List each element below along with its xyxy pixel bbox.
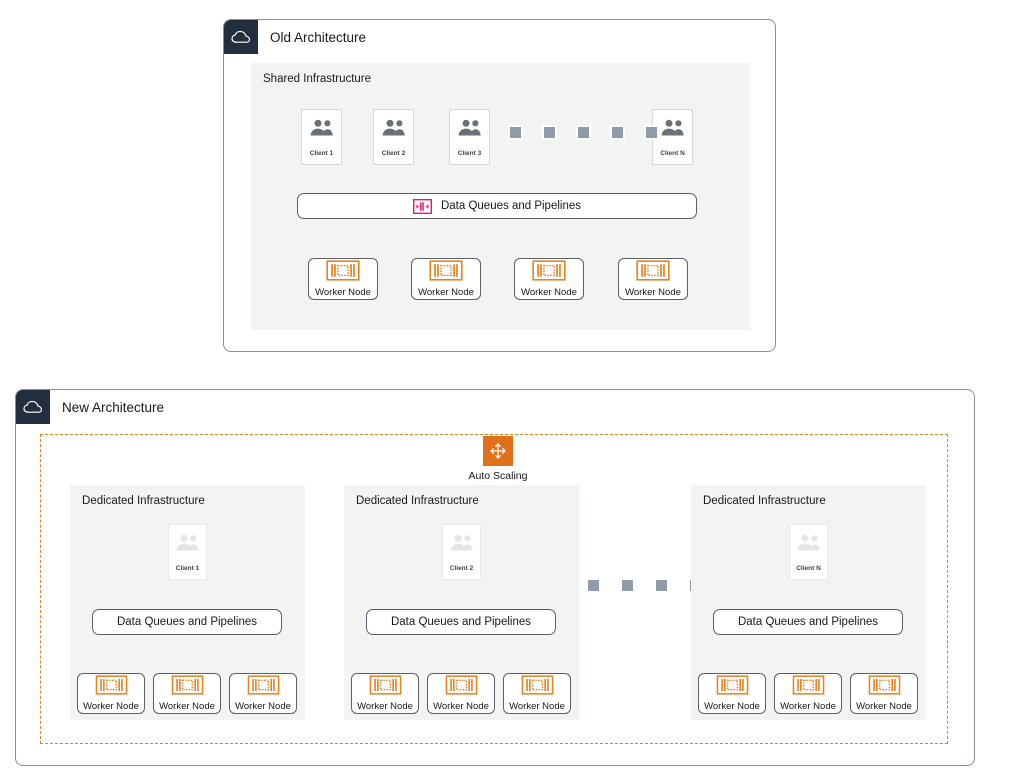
worker-node[interactable]: Worker Node bbox=[308, 258, 378, 300]
users-icon bbox=[381, 119, 407, 142]
worker-node-label: Worker Node bbox=[509, 701, 565, 712]
queue-icon bbox=[412, 198, 432, 214]
data-queues-pipelines-box[interactable]: Data Queues and Pipelines bbox=[297, 193, 697, 219]
worker-node[interactable]: Worker Node bbox=[850, 673, 918, 714]
worker-node-label: Worker Node bbox=[357, 701, 413, 712]
worker-node[interactable]: Worker Node bbox=[153, 673, 221, 714]
compute-chip-icon bbox=[716, 675, 749, 700]
worker-node[interactable]: Worker Node bbox=[77, 673, 145, 714]
dedicated-infrastructure-label: Dedicated Infrastructure bbox=[356, 495, 479, 507]
users-icon bbox=[309, 119, 335, 142]
worker-node-label: Worker Node bbox=[83, 701, 139, 712]
old-architecture-frame: Old Architecture Shared Infrastructure bbox=[223, 19, 776, 352]
dedicated-infrastructure-label: Dedicated Infrastructure bbox=[703, 495, 826, 507]
shared-infrastructure-label: Shared Infrastructure bbox=[263, 73, 372, 85]
worker-node-label: Worker Node bbox=[315, 287, 371, 298]
worker-node[interactable]: Worker Node bbox=[351, 673, 419, 714]
cloud-icon bbox=[16, 390, 50, 424]
pipeline-label: Data Queues and Pipelines bbox=[737, 616, 878, 628]
compute-chip-icon bbox=[369, 675, 402, 700]
worker-node[interactable]: Worker Node bbox=[774, 673, 842, 714]
cloud-icon bbox=[224, 20, 258, 54]
data-queues-pipelines-box[interactable]: Data Queues and Pipelines bbox=[713, 609, 903, 635]
old-architecture-title: Old Architecture bbox=[270, 29, 367, 45]
compute-chip-icon bbox=[636, 260, 670, 286]
client-label: Client 2 bbox=[381, 150, 406, 157]
users-icon bbox=[660, 119, 686, 142]
worker-node-label: Worker Node bbox=[521, 287, 577, 298]
compute-chip-icon bbox=[521, 675, 554, 700]
client-card[interactable]: Client 2 bbox=[442, 524, 481, 580]
worker-node-label: Worker Node bbox=[418, 287, 474, 298]
worker-node[interactable]: Worker Node bbox=[427, 673, 495, 714]
old-architecture-header: Old Architecture bbox=[224, 20, 366, 54]
client-label: Client N bbox=[796, 565, 821, 572]
client-card[interactable]: Client N bbox=[789, 524, 828, 580]
client-label: Client 1 bbox=[175, 565, 200, 572]
ellipsis-square bbox=[508, 125, 523, 140]
worker-node-label: Worker Node bbox=[704, 701, 760, 712]
client-card[interactable]: Client 2 bbox=[373, 109, 414, 165]
client-card[interactable]: Client 3 bbox=[449, 109, 490, 165]
ellipsis-square bbox=[586, 578, 601, 593]
worker-node[interactable]: Worker Node bbox=[514, 258, 584, 300]
client-card[interactable]: Client 1 bbox=[168, 524, 207, 580]
data-queues-pipelines-box[interactable]: Data Queues and Pipelines bbox=[366, 609, 556, 635]
ellipsis-square bbox=[610, 125, 625, 140]
dedicated-infrastructure-label: Dedicated Infrastructure bbox=[82, 495, 205, 507]
ellipsis-square bbox=[644, 125, 659, 140]
users-icon bbox=[449, 534, 475, 557]
new-architecture-title: New Architecture bbox=[62, 399, 165, 415]
worker-node-label: Worker Node bbox=[780, 701, 836, 712]
users-icon bbox=[796, 534, 822, 557]
ellipsis-square bbox=[576, 125, 591, 140]
auto-scaling-icon bbox=[483, 436, 513, 466]
pipeline-label: Data Queues and Pipelines bbox=[116, 616, 257, 628]
clients-ellipsis bbox=[508, 125, 659, 140]
worker-node-label: Worker Node bbox=[856, 701, 912, 712]
groups-ellipsis bbox=[586, 578, 703, 593]
ellipsis-square bbox=[620, 578, 635, 593]
compute-chip-icon bbox=[868, 675, 901, 700]
compute-chip-icon bbox=[532, 260, 566, 286]
client-label: Client N bbox=[660, 150, 685, 157]
pipeline-label: Data Queues and Pipelines bbox=[440, 200, 581, 212]
client-label: Client 2 bbox=[449, 565, 474, 572]
worker-node[interactable]: Worker Node bbox=[618, 258, 688, 300]
worker-node-label: Worker Node bbox=[235, 701, 291, 712]
client-card[interactable]: Client 1 bbox=[301, 109, 342, 165]
compute-chip-icon bbox=[95, 675, 128, 700]
worker-node[interactable]: Worker Node bbox=[411, 258, 481, 300]
worker-node[interactable]: Worker Node bbox=[503, 673, 571, 714]
new-architecture-header: New Architecture bbox=[16, 390, 164, 424]
compute-chip-icon bbox=[429, 260, 463, 286]
auto-scaling-label: Auto Scaling bbox=[468, 470, 528, 482]
compute-chip-icon bbox=[326, 260, 360, 286]
data-queues-pipelines-box[interactable]: Data Queues and Pipelines bbox=[92, 609, 282, 635]
auto-scaling-group bbox=[40, 434, 948, 744]
compute-chip-icon bbox=[247, 675, 280, 700]
pipeline-label: Data Queues and Pipelines bbox=[390, 616, 531, 628]
ellipsis-square bbox=[654, 578, 669, 593]
worker-node-label: Worker Node bbox=[159, 701, 215, 712]
ellipsis-square bbox=[542, 125, 557, 140]
users-icon bbox=[457, 119, 483, 142]
worker-node[interactable]: Worker Node bbox=[698, 673, 766, 714]
client-label: Client 1 bbox=[309, 150, 334, 157]
compute-chip-icon bbox=[171, 675, 204, 700]
compute-chip-icon bbox=[792, 675, 825, 700]
compute-chip-icon bbox=[445, 675, 478, 700]
users-icon bbox=[175, 534, 201, 557]
worker-node[interactable]: Worker Node bbox=[229, 673, 297, 714]
client-label: Client 3 bbox=[457, 150, 482, 157]
worker-node-label: Worker Node bbox=[433, 701, 489, 712]
worker-node-label: Worker Node bbox=[625, 287, 681, 298]
